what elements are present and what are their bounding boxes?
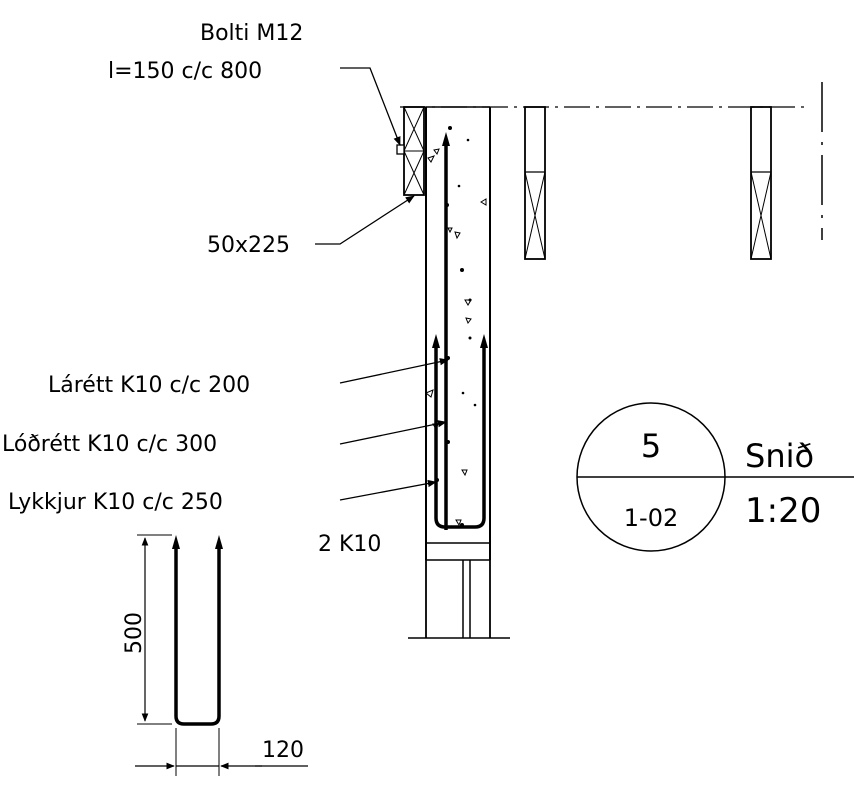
height-dimension: 500: [122, 612, 147, 654]
vertical-rebar: [442, 132, 450, 530]
stirrups-leader: [339, 479, 437, 501]
vertical-rebar-label: Lóðrétt K10 c/c 300: [2, 432, 217, 457]
timber-plank: [396, 106, 425, 196]
horizontal-rebar-leader: [339, 358, 449, 384]
vertical-rebar-leader: [339, 420, 447, 445]
timber-board-1: [524, 106, 546, 260]
concrete-triangles: [425, 148, 487, 527]
horizontal-rebar-label: Lárétt K10 c/c 200: [48, 373, 250, 398]
stirrups-label: Lykkjur K10 c/c 250: [8, 490, 223, 515]
stirrup-detail: 500 120: [122, 534, 308, 776]
width-dimension: 120: [262, 738, 304, 763]
section-marker: 5 1-02 Snið 1:20: [576, 402, 854, 552]
foundation: [408, 542, 510, 639]
bolt-label-line1: Bolti M12: [200, 21, 303, 46]
timber-label: 50x225: [207, 233, 290, 258]
wall-stirrup: [432, 334, 488, 529]
section-title: Snið: [745, 437, 814, 475]
timber-board-2: [750, 106, 772, 260]
bolt-label-line2: l=150 c/c 800: [108, 59, 262, 84]
bottom-bars-label: 2 K10: [318, 532, 381, 557]
timber-leader: [315, 195, 415, 245]
concrete-hatch: [435, 126, 477, 527]
section-sheet: 1-02: [624, 504, 678, 532]
bolt-leader: [340, 67, 401, 146]
section-number: 5: [641, 427, 661, 465]
section-scale: 1:20: [745, 491, 821, 531]
